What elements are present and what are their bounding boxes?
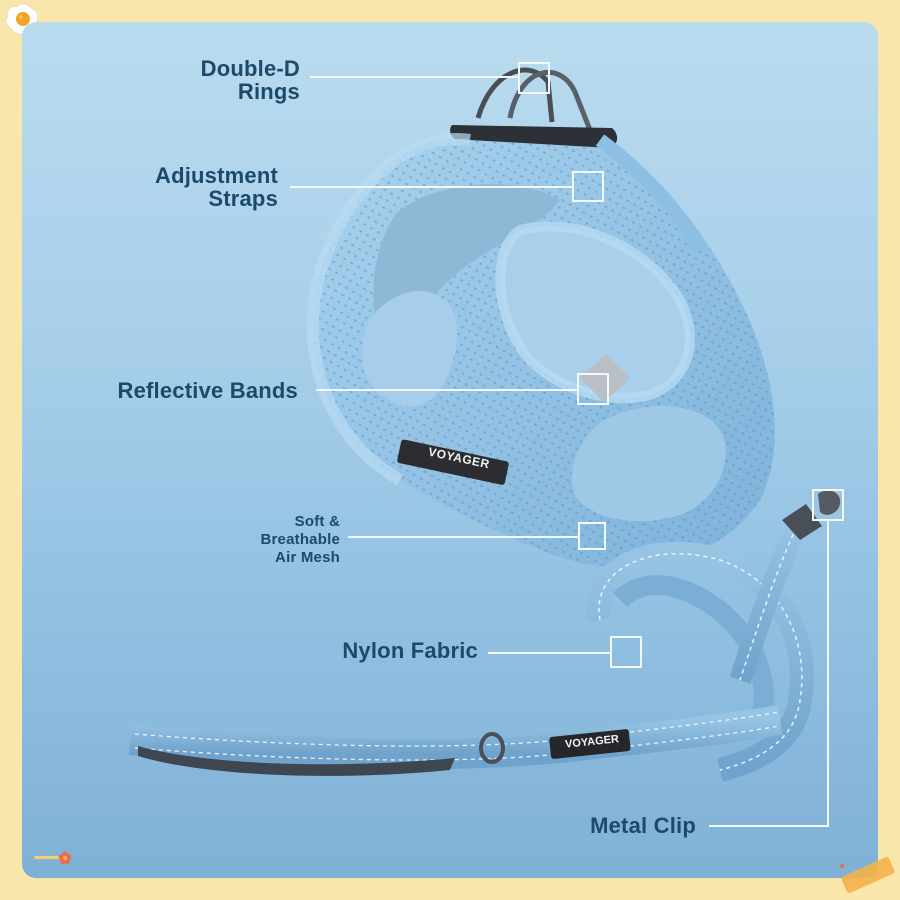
callout-label-double-d-rings: Double-D Rings <box>200 56 300 105</box>
callout-line-reflective-bands <box>316 389 578 391</box>
callout-line-adjustment-straps <box>290 186 574 188</box>
callout-marker-adjustment-straps <box>572 171 604 202</box>
watermark-dot <box>840 864 844 868</box>
callout-label-reflective-bands: Reflective Bands <box>117 378 298 403</box>
callout-line-nylon-fabric <box>488 652 612 654</box>
callout-marker-double-d-rings <box>518 62 550 94</box>
callout-label-adjustment-straps: Adjustment Straps <box>155 163 278 212</box>
harness-logo-tag <box>397 439 509 485</box>
harness-leash-illustration <box>128 67 841 782</box>
leash-logo-tag <box>549 729 631 759</box>
callout-marker-air-mesh <box>578 522 606 550</box>
callout-marker-metal-clip <box>812 489 844 521</box>
callout-line-air-mesh <box>348 536 580 538</box>
product-panel: VOYAGER VOYAGER Double-D Rings Adjustmen… <box>22 22 878 878</box>
callout-marker-nylon-fabric <box>610 636 642 668</box>
callout-line-double-d-rings <box>310 76 518 78</box>
callout-label-nylon-fabric: Nylon Fabric <box>342 638 478 663</box>
callout-marker-reflective-bands <box>577 373 609 405</box>
callout-line-metal-clip-vertical <box>827 520 829 827</box>
callout-line-metal-clip <box>709 825 829 827</box>
callout-label-air-mesh: Soft & Breathable Air Mesh <box>260 513 340 566</box>
callout-label-metal-clip: Metal Clip <box>590 813 696 838</box>
flower-pin-icon <box>34 850 74 866</box>
harness-graphic <box>306 133 775 568</box>
